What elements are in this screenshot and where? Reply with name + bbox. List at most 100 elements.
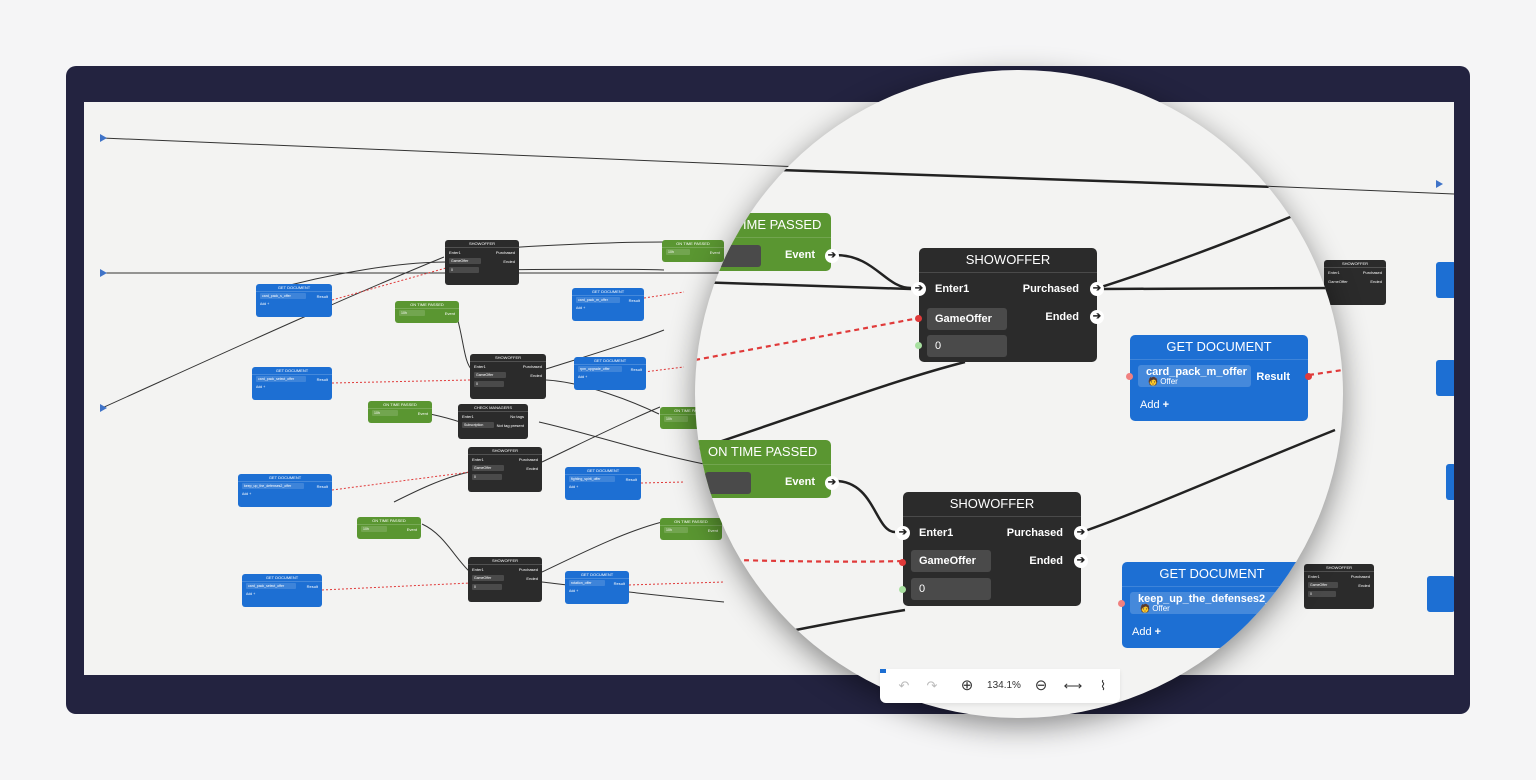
value-field[interactable]: 0	[1308, 591, 1336, 597]
document-field[interactable]: keep_up_the_defenses2_o 🧑 Offer	[1130, 592, 1302, 614]
output-arrow-icon[interactable]: ➔	[1074, 526, 1088, 540]
document-field[interactable]: rpm_upgrade_offer	[578, 366, 622, 372]
zoom-get-document-node[interactable]: GET DOCUMENT card_pack_m_offer 🧑 Offer R…	[1126, 335, 1312, 421]
input-dot-icon[interactable]	[1118, 600, 1125, 607]
get-document-node[interactable]: GET DOCUMENT keep_up_the_defenses2_offer…	[238, 474, 332, 507]
input-dot-icon[interactable]	[899, 586, 906, 593]
document-field[interactable]: card_pack_s_offer	[260, 293, 306, 299]
value-field[interactable]: 0	[911, 578, 991, 600]
input-arrow-icon[interactable]: ➔	[896, 526, 910, 540]
game-offer-field[interactable]: GameOffer	[927, 308, 1007, 330]
get-document-node-edge[interactable]	[1427, 576, 1454, 612]
time-field[interactable]	[705, 472, 751, 494]
zoom-in-icon[interactable]: ⊕	[960, 677, 974, 694]
time-field[interactable]	[715, 245, 761, 267]
add-label[interactable]: Add	[578, 375, 585, 379]
get-document-node-edge[interactable]	[1436, 262, 1454, 298]
output-arrow-icon[interactable]: ➔	[825, 476, 839, 490]
document-field[interactable]: card_pack_select_offer	[246, 583, 296, 589]
value-field[interactable]: 0	[927, 335, 1007, 357]
output-arrow-icon[interactable]: ➔	[1090, 310, 1104, 324]
document-field[interactable]: rotation_offer	[569, 580, 605, 586]
time-field[interactable]: 10h	[664, 527, 688, 533]
document-field[interactable]: card_pack_m_offer 🧑 Offer	[1138, 365, 1251, 387]
add-plus-icon[interactable]: +	[249, 492, 252, 496]
input-arrow-icon[interactable]: ➔	[912, 282, 926, 296]
add-label[interactable]: Add	[256, 385, 263, 389]
zoom-show-offer-node[interactable]: SHOWOFFER ➔ Enter1 Purchased ➔ GameOffer…	[912, 248, 1104, 362]
add-plus-icon[interactable]: +	[576, 485, 579, 489]
game-offer-field[interactable]: GameOffer	[1308, 582, 1338, 588]
add-plus-icon[interactable]: +	[583, 306, 586, 310]
game-offer-field[interactable]: GameOffer	[472, 575, 504, 581]
add-label[interactable]: Add	[1140, 399, 1160, 411]
game-offer-field[interactable]: GameOffer	[472, 465, 504, 471]
time-field[interactable]: 10h	[399, 310, 425, 316]
zoom-show-offer-node[interactable]: SHOWOFFER ➔ Enter1 Purchased ➔ GameOffer…	[896, 492, 1088, 606]
add-plus-icon[interactable]: +	[585, 375, 588, 379]
add-plus-icon[interactable]: +	[1154, 626, 1162, 638]
add-plus-icon[interactable]: +	[263, 385, 266, 389]
get-document-node-edge[interactable]	[1436, 360, 1454, 396]
subscription-field[interactable]: Subscription	[462, 422, 494, 428]
time-field[interactable]: 10h	[361, 526, 387, 532]
add-label[interactable]: Add	[569, 485, 576, 489]
value-field[interactable]: 0	[449, 267, 479, 273]
add-plus-icon[interactable]: +	[576, 589, 579, 593]
value-field[interactable]: 0	[472, 474, 502, 480]
add-label[interactable]: Add	[260, 302, 267, 306]
add-plus-icon[interactable]: +	[267, 302, 270, 306]
zoom-on-time-passed-node[interactable]: TIME PASSED Event ➔	[705, 213, 839, 271]
input-dot-icon[interactable]	[915, 342, 922, 349]
document-field[interactable]: card_pack_select_offer	[256, 376, 306, 382]
value-field[interactable]: 0	[474, 381, 504, 387]
zoom-get-document-node[interactable]: GET DOCUMENT keep_up_the_defenses2_o 🧑 O…	[1118, 562, 1302, 648]
add-plus-icon[interactable]: +	[1162, 399, 1170, 411]
add-label[interactable]: Add	[246, 592, 253, 596]
redo-icon[interactable]: ↷	[926, 678, 938, 693]
fit-width-icon[interactable]: ⟷	[1063, 678, 1083, 693]
document-field[interactable]: keep_up_the_defenses2_offer	[242, 483, 304, 489]
input-dot-icon[interactable]	[1126, 373, 1133, 380]
add-label[interactable]: Add	[242, 492, 249, 496]
add-label[interactable]: Add	[569, 589, 576, 593]
input-dot-icon[interactable]	[915, 315, 922, 322]
undo-icon[interactable]: ↶	[898, 678, 910, 693]
time-field[interactable]: 10h	[664, 416, 688, 422]
add-label[interactable]: Add	[576, 306, 583, 310]
zoom-out-icon[interactable]: ⊖	[1034, 677, 1048, 694]
document-field[interactable]: card_pack_m_offer	[576, 297, 620, 303]
add-label[interactable]: Add	[1132, 626, 1152, 638]
game-offer-field[interactable]: GameOffer	[911, 550, 991, 572]
game-offer-field[interactable]: GameOffer	[474, 372, 506, 378]
value-field[interactable]: 0	[472, 584, 502, 590]
game-offer-field[interactable]: GameOffer	[449, 258, 481, 264]
output-dot-icon[interactable]	[1305, 373, 1312, 380]
chart-icon[interactable]: ⌇	[1099, 678, 1107, 693]
time-field[interactable]: 10h	[666, 249, 690, 255]
time-field[interactable]: 10h	[372, 410, 398, 416]
get-document-node-edge[interactable]	[1446, 464, 1454, 500]
input-dot-icon[interactable]	[899, 559, 906, 566]
document-field[interactable]: fighting_spirit_offer	[569, 476, 615, 482]
output-arrow-icon[interactable]: ➔	[1074, 554, 1088, 568]
zoom-on-time-passed-node[interactable]: ON TIME PASSED Event ➔	[695, 440, 839, 498]
output-arrow-icon[interactable]: ➔	[1090, 282, 1104, 296]
